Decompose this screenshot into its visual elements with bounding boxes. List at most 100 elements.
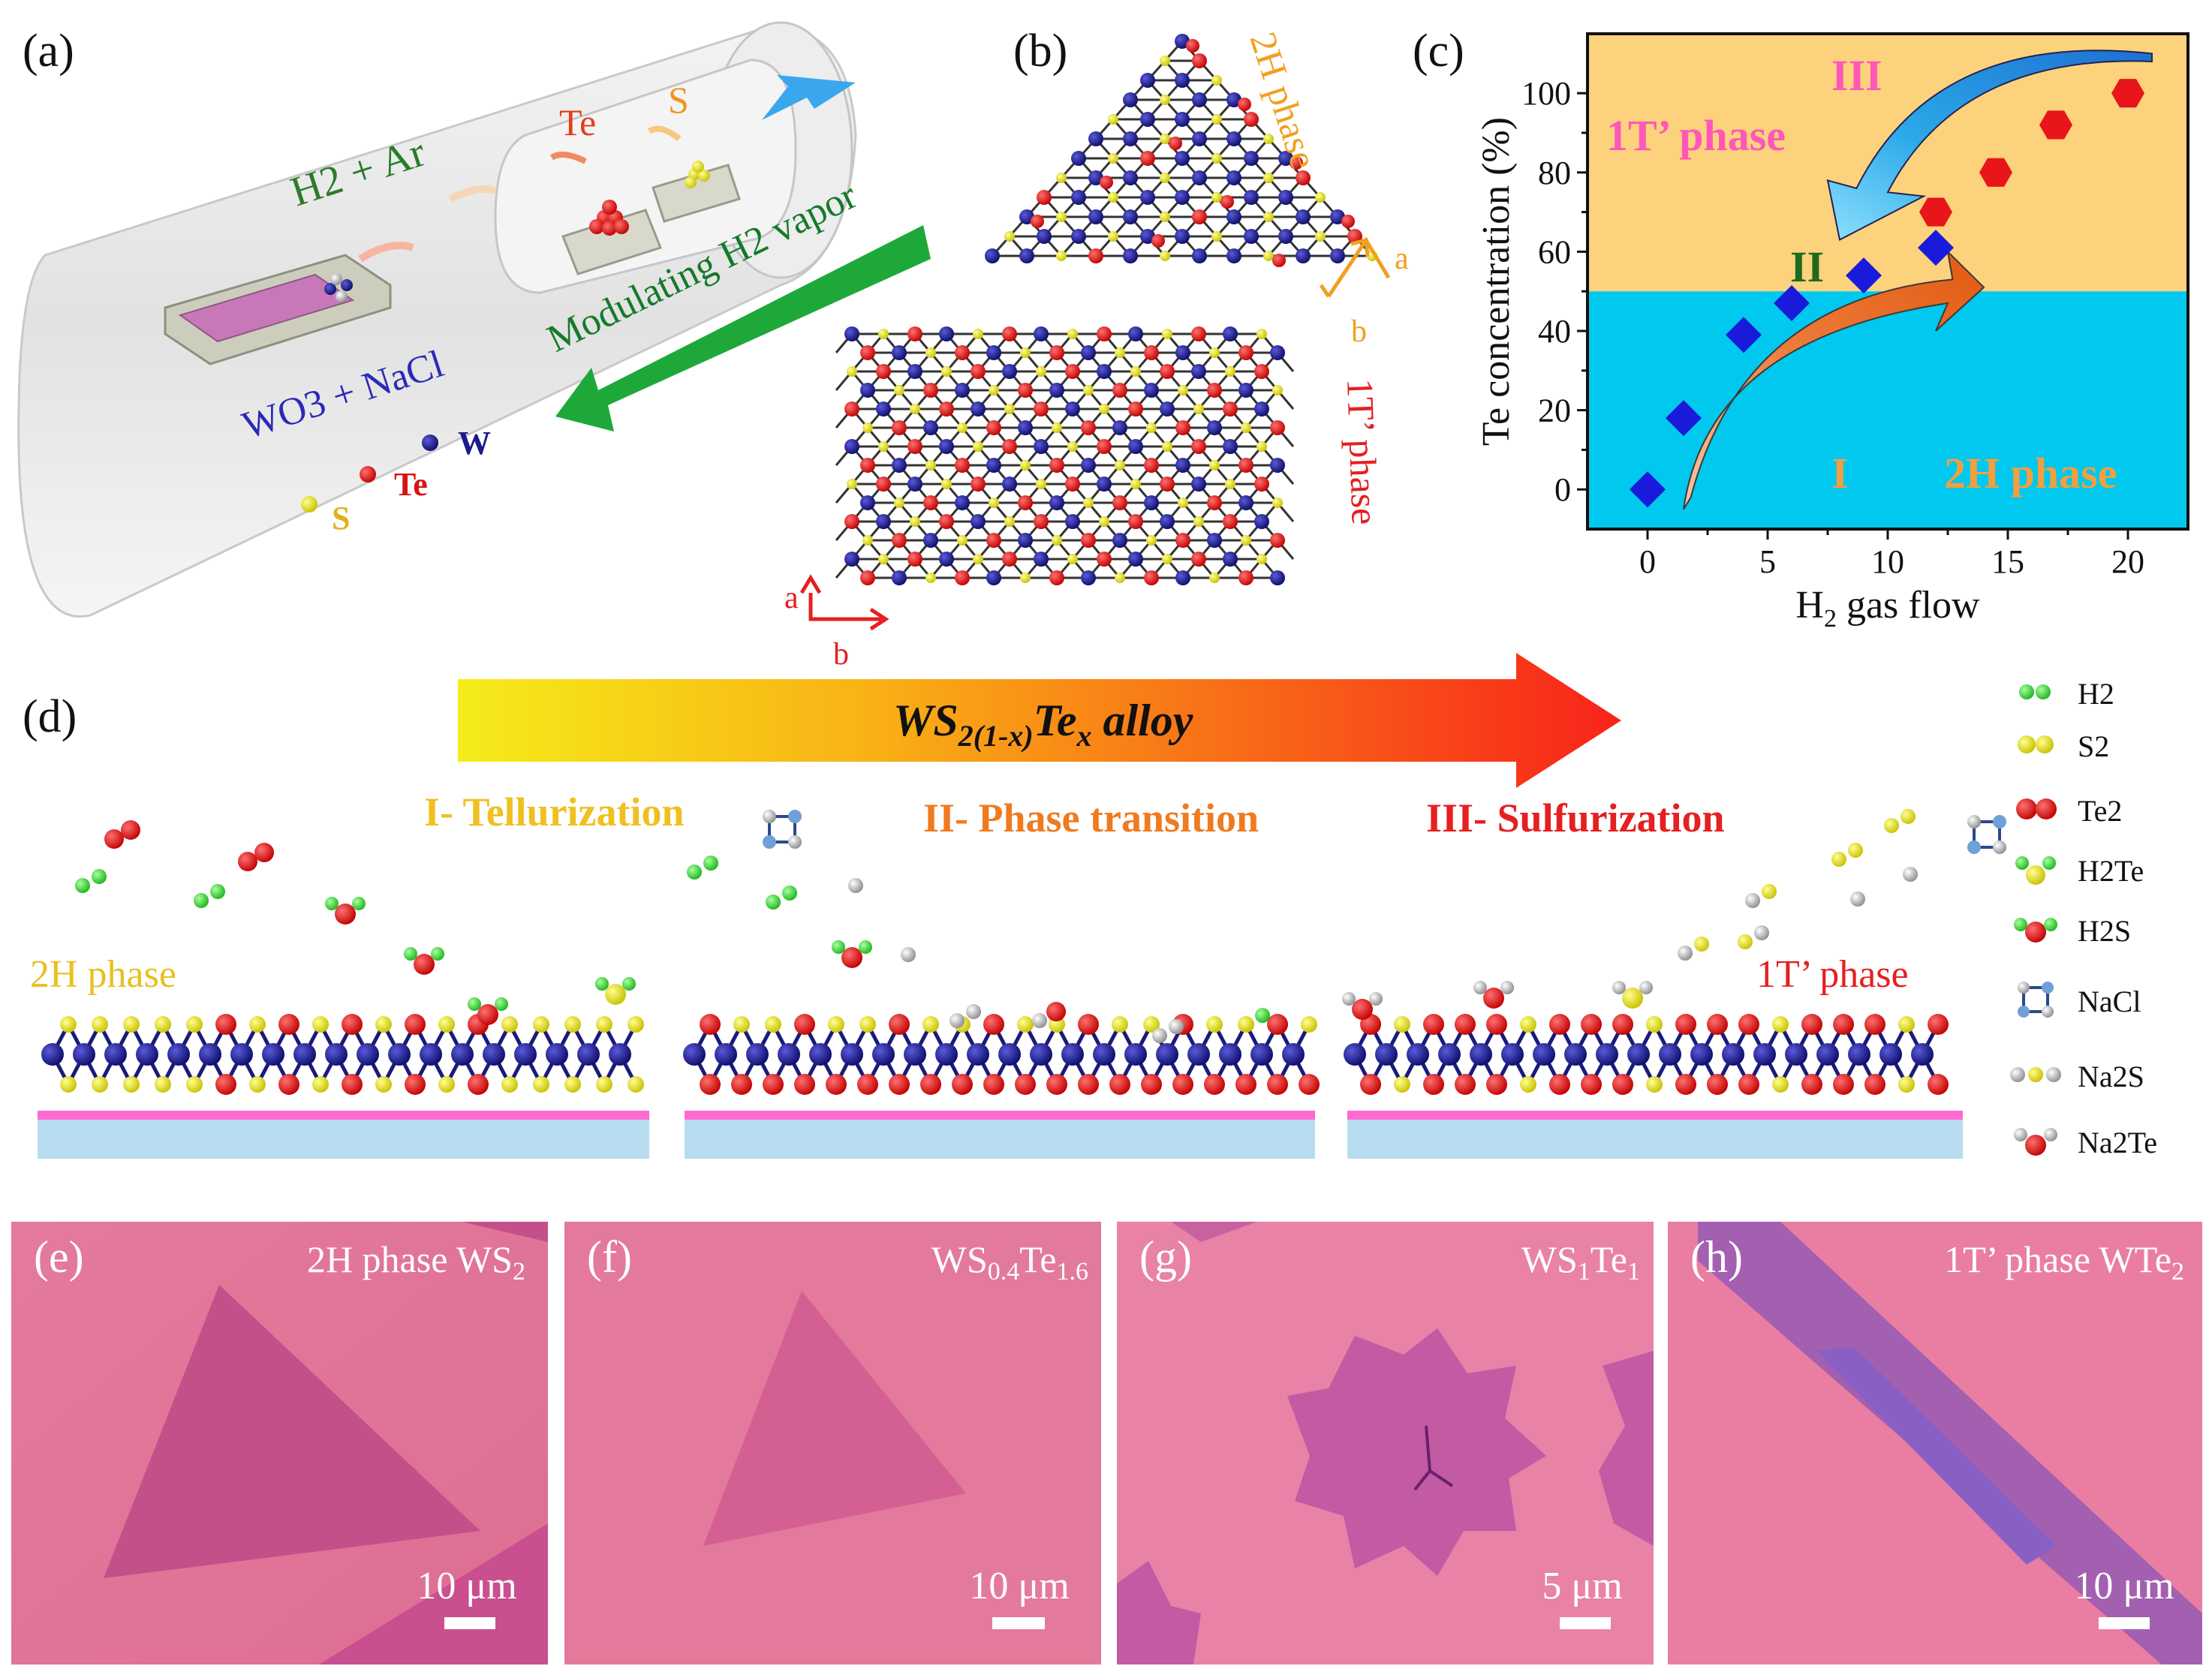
y-axis-label: Te concentration (%) (1475, 117, 1518, 446)
w-atom (1270, 570, 1285, 585)
w-atom (262, 1043, 284, 1066)
te-atom (1078, 1074, 1099, 1095)
te-atom (1172, 1074, 1193, 1095)
h2-molecule (194, 893, 209, 908)
legend-te-ball (360, 466, 376, 483)
w-atom (1407, 1043, 1429, 1066)
substrate-3 (1347, 1120, 1963, 1159)
s-atom (596, 1016, 612, 1033)
w-atom (1470, 1043, 1492, 1066)
nacl-molecule (1973, 820, 2001, 849)
s-atom (1017, 1016, 1034, 1033)
axis-a-2h: a (1395, 242, 1409, 276)
s-atom (973, 441, 983, 452)
s-atom (1108, 231, 1118, 242)
legend-h2te-icon (2042, 856, 2056, 870)
s-atom (1178, 498, 1188, 508)
atom (1244, 151, 1259, 166)
axes-2h (1319, 236, 1391, 298)
legend-te2-icon (2036, 798, 2057, 819)
s-atom (878, 554, 889, 564)
atom (1037, 190, 1052, 205)
w-atom (73, 1043, 95, 1066)
w-atom (1144, 383, 1159, 398)
data-point-diamond (1666, 400, 1702, 437)
te-atom (342, 1014, 363, 1035)
s-atom (533, 1016, 549, 1033)
na2te-molecule (1483, 988, 1504, 1009)
x-tick-label: 15 (1991, 543, 2024, 580)
te-atom (892, 420, 907, 435)
w-atom (1250, 1043, 1273, 1066)
micrograph-h-title: 1T’ phase WTe2 (1944, 1238, 2184, 1286)
w-atom (935, 1043, 958, 1066)
te-atom (1002, 552, 1017, 567)
w-atom (1156, 1043, 1178, 1066)
te-atom (876, 477, 891, 492)
w-atom (1627, 1043, 1650, 1066)
legend-nacl-label: NaCl (2078, 985, 2141, 1018)
s-atom (1143, 1016, 1160, 1033)
na-atom (1903, 867, 1918, 882)
w-atom (1848, 1043, 1870, 1066)
w-atom (1097, 364, 1112, 379)
te-atom (1612, 1074, 1633, 1095)
s-atom (1263, 212, 1274, 222)
modulating-arrow (555, 225, 931, 432)
s-atom (910, 404, 920, 414)
micrograph-e (11, 1222, 548, 1664)
h2s-molecule (622, 977, 636, 991)
s-atom (1130, 366, 1141, 377)
micrograph-e-title: 2H phase WS2 (307, 1238, 525, 1286)
te-atom (1928, 1014, 1949, 1035)
legend-na2te-icon (2025, 1135, 2046, 1156)
w-atom (1093, 1043, 1115, 1066)
h2-molecule (92, 869, 107, 884)
te-atom (826, 1074, 847, 1095)
s-atom (765, 1016, 781, 1033)
w-atom (1081, 345, 1096, 360)
s-atom (1646, 1016, 1663, 1033)
s-atom (92, 1016, 108, 1033)
w-atom (939, 439, 954, 454)
w-atom (986, 458, 1001, 473)
w-atom (1278, 229, 1293, 244)
te-atom (923, 383, 938, 398)
y-tick-label: 0 (1554, 471, 1571, 508)
s-atom (847, 479, 857, 489)
atom (1192, 170, 1207, 185)
na-atom (848, 878, 863, 893)
ws1te1-flake (1287, 1328, 1546, 1576)
nacl-molecule (768, 815, 796, 844)
s2-molecule (1884, 818, 1899, 833)
s-atom (1211, 75, 1222, 86)
legend-s2-icon (2018, 735, 2036, 753)
w-atom (1753, 1043, 1776, 1066)
na2s-molecule (1639, 981, 1653, 994)
na2te-molecule (1369, 992, 1383, 1006)
s-atom (1394, 1076, 1410, 1093)
w-atom (955, 383, 970, 398)
data-point-diamond (1630, 471, 1666, 508)
w-atom (357, 1043, 379, 1066)
te-atom (278, 1014, 299, 1035)
w-atom (1049, 495, 1064, 510)
s-atom (1263, 173, 1274, 183)
s-atom (1898, 1076, 1915, 1093)
s-atom (1272, 385, 1283, 395)
floating-molecules (75, 809, 2006, 1043)
atom (1037, 229, 1052, 244)
h2-molecule (75, 878, 90, 893)
te-atom (955, 345, 970, 360)
region-label-2h: 2H phase (1944, 449, 2117, 498)
scale-bar-f (992, 1617, 1045, 1629)
s-atom (1209, 347, 1220, 358)
te-atom (794, 1014, 815, 1035)
w-atom (1226, 248, 1241, 263)
s-atom (989, 385, 999, 395)
te-atom (1238, 345, 1253, 360)
micrograph-g (1117, 1222, 1654, 1664)
w-atom (1128, 552, 1143, 567)
w-atom (1785, 1043, 1807, 1066)
legend-h2te-label: H2Te (2078, 854, 2144, 888)
